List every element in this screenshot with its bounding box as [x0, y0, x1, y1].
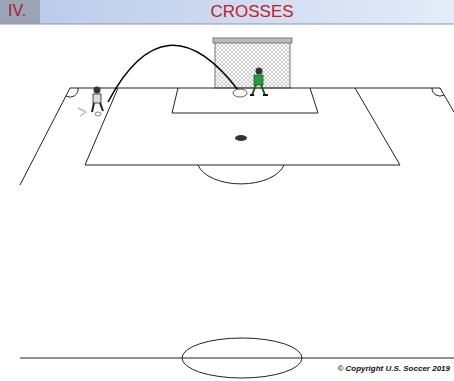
section-number: IV. [8, 2, 26, 20]
diagram-title: CROSSES [0, 2, 454, 22]
crossing-player [78, 87, 103, 117]
receiving-player [250, 68, 268, 96]
copyright-note: © Copyright U.S. Soccer 2019 [337, 364, 450, 373]
